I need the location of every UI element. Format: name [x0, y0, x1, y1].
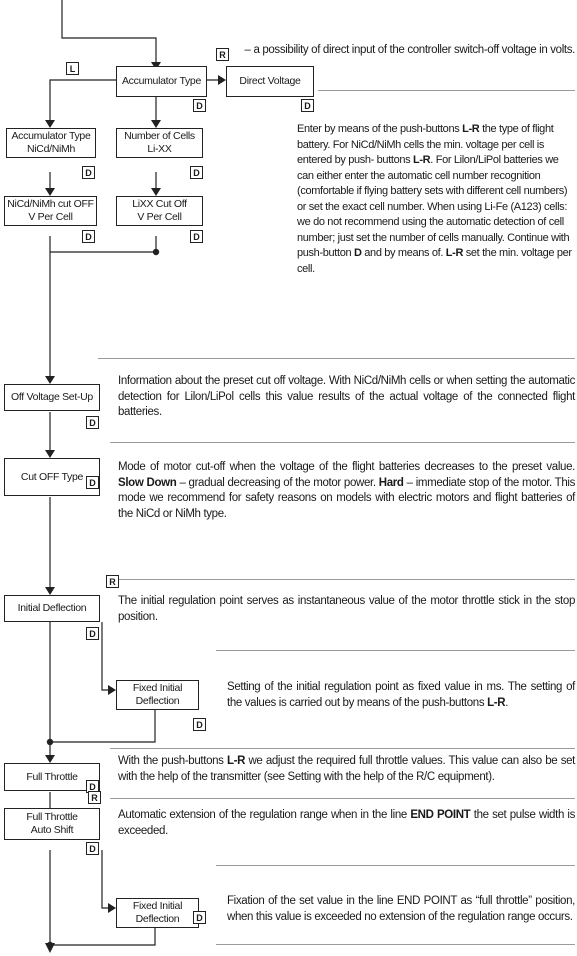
initial-deflection-description: The initial regulation point serves as i…	[118, 595, 575, 623]
full-throttle-auto-shift-box[interactable]: Full Throttle Auto Shift	[4, 808, 100, 840]
accumulator-description-top: Enter by means of the push-buttons L-R t…	[297, 123, 572, 275]
key-d: D	[86, 476, 99, 489]
key-l: L	[66, 62, 79, 75]
accumulator-type-nicd-box[interactable]: Accumulator Type NiCd/NiMh	[6, 128, 96, 158]
key-d: D	[86, 627, 99, 640]
fixed-initial-deflection-description: Setting of the initial regulation point …	[227, 681, 575, 709]
key-r: R	[216, 48, 229, 61]
number-of-cells-box[interactable]: Number of Cells Li-XX	[116, 128, 203, 158]
separator	[216, 865, 575, 866]
initial-deflection-box[interactable]: Initial Deflection	[4, 595, 100, 622]
separator	[110, 579, 575, 580]
nicd-cutoff-box[interactable]: NiCd/NiMh cut OFF V Per Cell	[4, 196, 97, 226]
cut-off-type-box[interactable]: Cut OFF Type	[4, 458, 100, 496]
separator	[318, 90, 575, 91]
separator	[110, 748, 575, 749]
key-r: R	[106, 575, 119, 588]
off-voltage-description: Information about the preset cut off vol…	[118, 375, 575, 419]
off-voltage-setup-box[interactable]: Off Voltage Set-Up	[4, 384, 100, 411]
key-d: D	[82, 230, 95, 243]
separator	[216, 944, 575, 945]
key-d: D	[193, 99, 206, 112]
direct-voltage-description: – a possibility of direct input of the c…	[244, 44, 576, 56]
full-throttle-box[interactable]: Full Throttle	[4, 763, 100, 791]
separator	[98, 358, 575, 359]
accumulator-type-box[interactable]: Accumulator Type	[116, 66, 207, 97]
key-d: D	[193, 911, 206, 924]
key-d: D	[190, 166, 203, 179]
lixx-cutoff-box[interactable]: LiXX Cut Off V Per Cell	[116, 196, 203, 226]
key-d: D	[190, 230, 203, 243]
cut-off-type-description: Mode of motor cut-off when the voltage o…	[118, 461, 575, 520]
auto-shift-description: Automatic extension of the regulation ra…	[118, 809, 575, 837]
separator	[110, 442, 575, 443]
separator	[216, 650, 575, 651]
key-r: R	[88, 791, 101, 804]
fixed-initial-deflection-box[interactable]: Fixed Initial Deflection	[116, 680, 199, 710]
key-d: D	[86, 416, 99, 429]
full-throttle-description: With the push-buttons L-R we adjust the …	[118, 755, 575, 783]
separator	[110, 798, 575, 799]
fixed-initial-deflection-2-description: Fixation of the set value in the line EN…	[227, 895, 575, 923]
key-d: D	[86, 842, 99, 855]
key-d: D	[301, 99, 314, 112]
key-d: D	[193, 718, 206, 731]
fixed-initial-deflection-box-2[interactable]: Fixed Initial Deflection	[116, 898, 199, 928]
direct-voltage-box[interactable]: Direct Voltage	[226, 66, 314, 97]
key-d: D	[82, 166, 95, 179]
